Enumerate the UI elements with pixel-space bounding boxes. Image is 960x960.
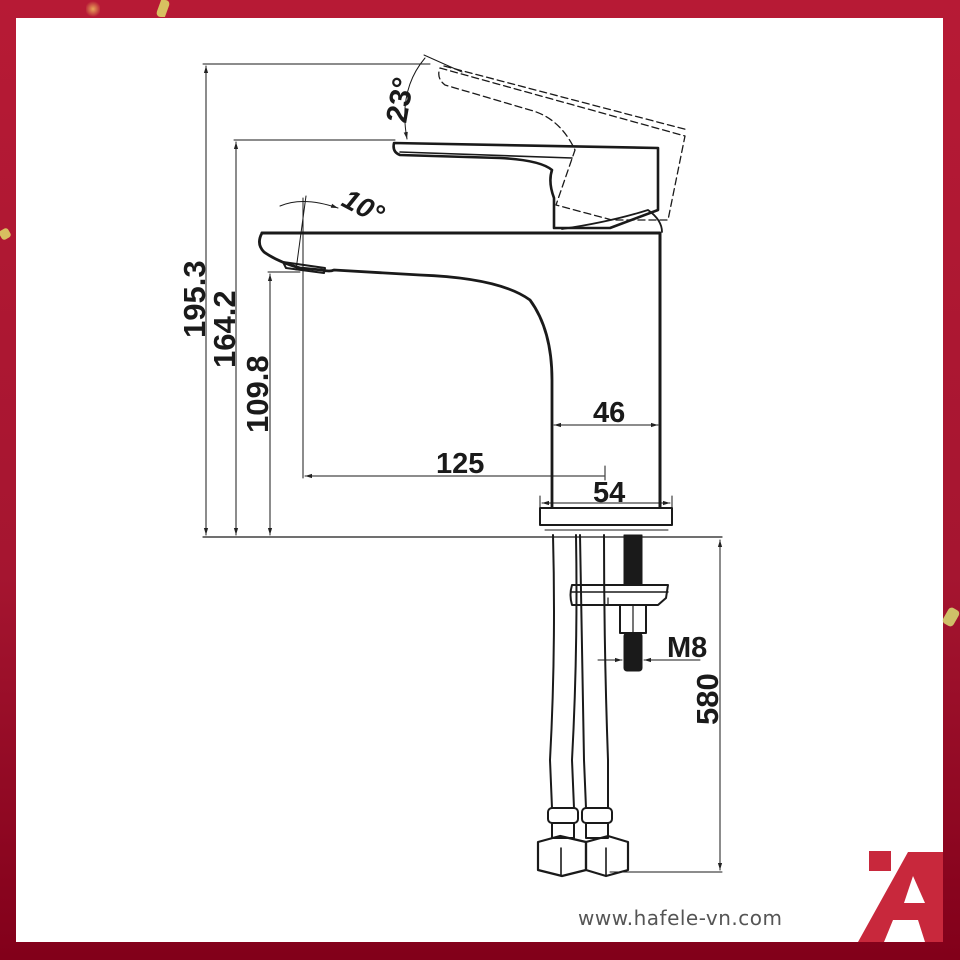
website-url[interactable]: www.hafele-vn.com (578, 906, 783, 930)
hafele-logo-icon (858, 851, 943, 942)
dim-label-580: 580 (690, 673, 725, 725)
dim-label-54: 54 (593, 477, 625, 509)
dim-label-10-deg: 10° (337, 183, 390, 231)
dim-label-195-3: 195.3 (177, 260, 212, 338)
dim-label-109-8: 109.8 (240, 355, 275, 433)
dim-label-46: 46 (593, 397, 625, 429)
drawing-canvas (16, 18, 943, 942)
dim-label-164-2: 164.2 (207, 290, 242, 368)
dim-label-125: 125 (436, 448, 484, 480)
dim-label-m8: M8 (667, 632, 707, 664)
dim-label-23-deg: 23° (380, 75, 420, 125)
confetti-decoration-top (86, 0, 100, 18)
